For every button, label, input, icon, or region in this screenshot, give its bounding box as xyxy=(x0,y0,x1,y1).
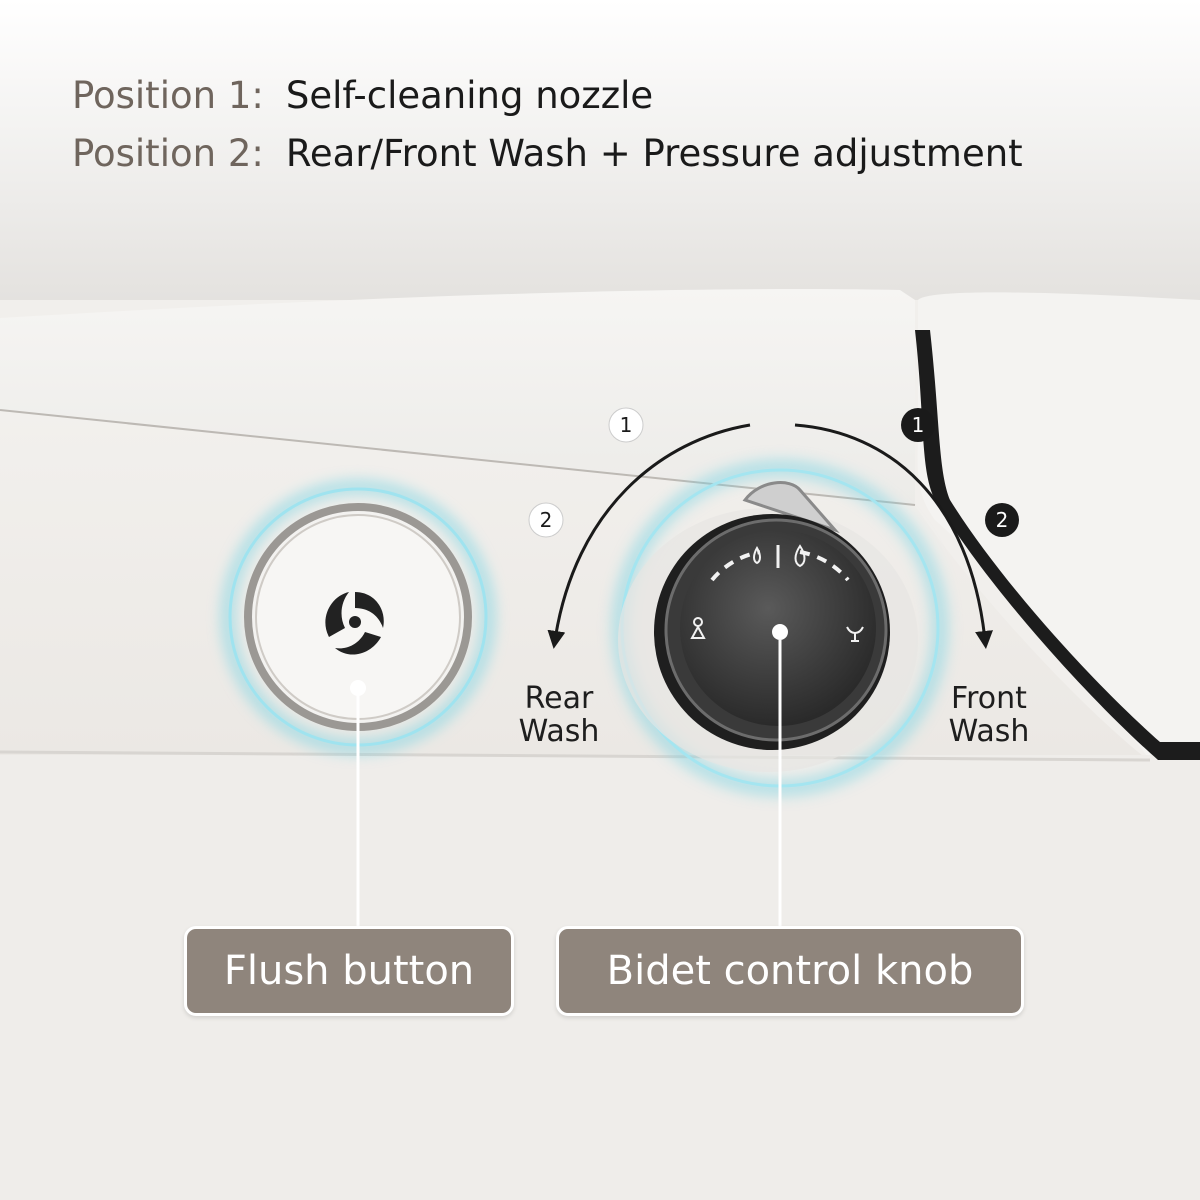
front-wash-figure-icon xyxy=(846,626,864,642)
marker-1-left: 1 xyxy=(608,407,644,443)
water-drop-icon xyxy=(794,544,806,568)
marker-1-right: 1 xyxy=(901,408,935,442)
water-drop-icon xyxy=(753,545,761,565)
position-2-description: Rear/Front Wash + Pressure adjustment xyxy=(285,132,1023,175)
position-1-label: Position 1: xyxy=(72,74,264,117)
flush-leader-dot xyxy=(350,680,366,696)
seam-line xyxy=(0,750,1151,762)
swirl-icon xyxy=(325,592,384,655)
bidet-control-knob[interactable] xyxy=(618,481,918,772)
marker-2-right: 2 xyxy=(985,503,1019,537)
toilet-tank xyxy=(917,292,1200,760)
position-1-line: Position 1: Self-cleaning nozzle xyxy=(72,72,1172,130)
rear-wash-arrow xyxy=(547,423,751,649)
svg-text:1: 1 xyxy=(620,413,633,437)
rear-pressure-scale xyxy=(710,550,761,582)
position-legend: Position 1: Self-cleaning nozzle Position… xyxy=(72,72,1172,188)
svg-text:1: 1 xyxy=(912,413,925,437)
marker-2-left: 2 xyxy=(528,502,564,538)
svg-text:2: 2 xyxy=(996,508,1009,532)
rear-wash-figure-icon xyxy=(690,617,706,639)
front-pressure-scale xyxy=(799,550,850,582)
bidet-knob-callout: Bidet control knob xyxy=(556,926,1024,1016)
toilet-lid xyxy=(0,289,915,505)
position-2-line: Position 2: Rear/Front Wash + Pressure ad… xyxy=(72,130,1172,188)
position-2-label: Position 2: xyxy=(72,132,264,175)
svg-text:2: 2 xyxy=(540,508,553,532)
front-wash-label: Front Wash xyxy=(948,681,1030,749)
position-1-description: Self-cleaning nozzle xyxy=(285,74,654,117)
rear-wash-label: Rear Wash xyxy=(518,681,600,749)
knob-pointer-tab xyxy=(742,481,840,534)
wall-background xyxy=(0,0,1200,300)
seam-strip xyxy=(915,330,1200,760)
front-wash-arrow xyxy=(794,423,993,649)
flush-button-callout: Flush button xyxy=(184,926,514,1016)
knob-center-dot xyxy=(772,624,788,640)
